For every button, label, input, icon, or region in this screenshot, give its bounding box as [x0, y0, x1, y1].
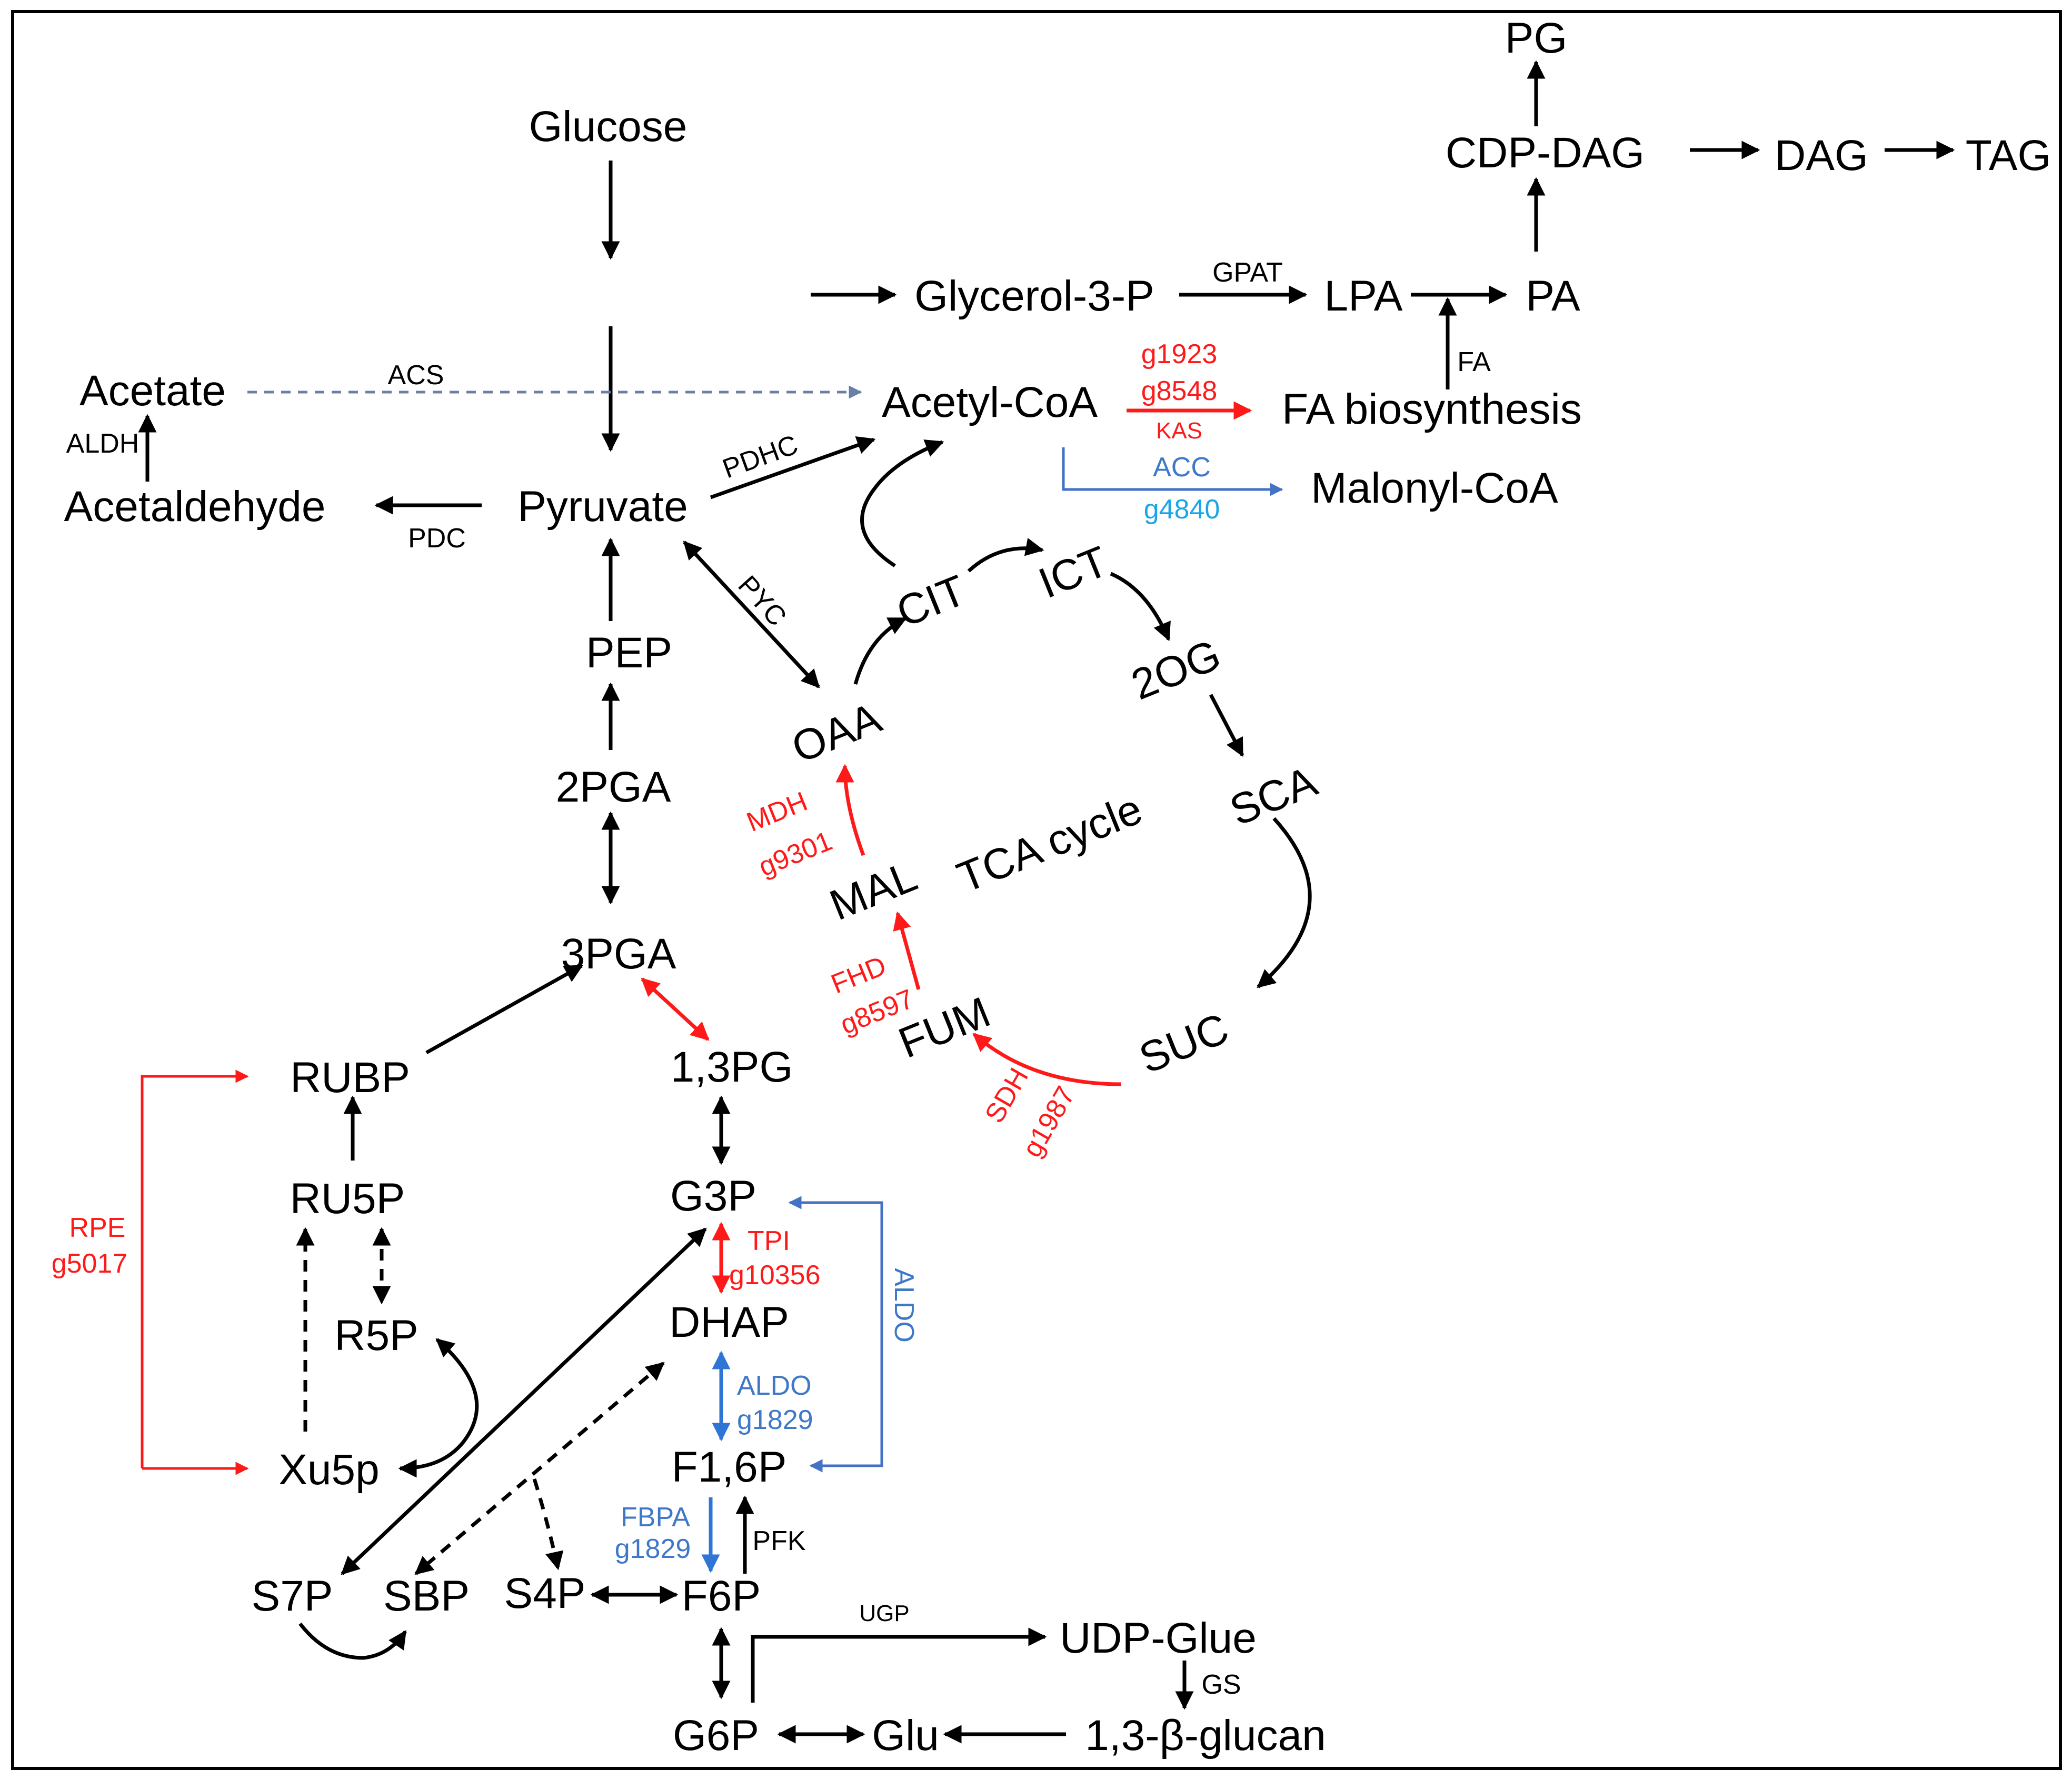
arrow-pyruvate-acetylcoa	[710, 436, 876, 499]
arrow-mal-oaa	[835, 764, 865, 856]
node-13-beta-glucan: 1,3-β-glucan	[1085, 1712, 1326, 1759]
enzyme-acs: ACS	[388, 360, 444, 391]
node-glu: Glu	[872, 1712, 939, 1759]
enzyme-fbpa: FBPA	[621, 1502, 690, 1533]
arrow-cit-ict	[967, 538, 1044, 573]
node-tag: TAG	[1966, 132, 2051, 179]
arrow-g6p-udpglue	[751, 1627, 1047, 1703]
gene-g9301: g9301	[754, 826, 836, 883]
enzyme-rpe: RPE	[69, 1213, 126, 1243]
tca-cycle-label: TCA cycle	[951, 785, 1149, 902]
node-fa-biosynthesis: FA biosynthesis	[1282, 385, 1582, 433]
arrow-s7p-sbp	[298, 1622, 407, 1660]
arrow-2og-sca	[1209, 694, 1244, 757]
gene-g4840: g4840	[1144, 494, 1220, 525]
node-g6p: G6P	[673, 1712, 759, 1759]
node-pyruvate: Pyruvate	[517, 483, 688, 531]
node-labels: Glucose Glycerol-3-P LPA PA CDP-DAG PG D…	[64, 14, 2051, 1759]
node-suc: SUC	[1133, 1004, 1236, 1083]
arrow-dhap-sbp	[414, 1362, 665, 1575]
arrow-3pga-13pg	[641, 977, 710, 1041]
arrow-ict-2og	[1110, 572, 1171, 642]
gene-g1829-fbpa: g1829	[615, 1534, 691, 1564]
node-ict: ICT	[1032, 537, 1115, 608]
arrow-sca-suc	[1257, 817, 1312, 988]
node-acetyl-coa: Acetyl-CoA	[882, 378, 1098, 426]
enzyme-pdhc: PDHC	[719, 429, 802, 485]
node-oaa: OAA	[785, 694, 888, 772]
gene-g8548: g8548	[1141, 376, 1218, 406]
node-malonyl-coa: Malonyl-CoA	[1311, 464, 1558, 512]
node-acetate: Acetate	[79, 367, 226, 415]
node-ru5p: RU5P	[290, 1175, 405, 1223]
arrow-cit-acetylcoa	[860, 439, 944, 567]
node-cdp-dag: CDP-DAG	[1446, 129, 1645, 177]
enzyme-pfk: PFK	[752, 1526, 805, 1556]
arrow-rubp-3pga	[425, 964, 584, 1055]
enzyme-aldh: ALDH	[66, 428, 140, 459]
node-xu5p: Xu5p	[278, 1446, 380, 1494]
enzyme-gs: GS	[1201, 1669, 1241, 1700]
arrow-fum-mal	[893, 911, 921, 990]
node-cit: CIT	[890, 566, 973, 637]
enzyme-pdc: PDC	[408, 523, 466, 554]
arrow-rpe-rubp	[141, 1069, 249, 1468]
node-pep: PEP	[586, 629, 672, 677]
enzyme-mdh: MDH	[742, 786, 812, 838]
gene-g5017: g5017	[52, 1248, 128, 1279]
node-s7p: S7P	[252, 1572, 333, 1620]
gene-g10356: g10356	[729, 1260, 821, 1291]
node-s4p: S4P	[504, 1569, 586, 1617]
arrow-acetylcoa-malonylcoa	[1062, 447, 1283, 496]
enzyme-sdh: SDH	[979, 1063, 1034, 1128]
node-acetaldehyde: Acetaldehyde	[64, 483, 326, 531]
node-pg: PG	[1505, 14, 1567, 62]
node-sbp: SBP	[383, 1572, 470, 1620]
frame-border	[11, 10, 2062, 1770]
node-mal: MAL	[823, 852, 923, 930]
arrow-suc-fum	[972, 1033, 1122, 1086]
node-sca: SCA	[1223, 757, 1324, 835]
node-pa: PA	[1526, 272, 1580, 320]
node-3pga: 3PGA	[561, 930, 676, 978]
enzyme-kas: KAS	[1156, 418, 1202, 444]
arrows	[138, 60, 1955, 1744]
enzyme-aldo: ALDO	[737, 1371, 812, 1401]
node-rubp: RUBP	[290, 1054, 410, 1102]
gene-g1987: g1987	[1017, 1081, 1081, 1162]
node-glycerol-3-p: Glycerol-3-P	[914, 272, 1154, 320]
node-glucose: Glucose	[529, 103, 688, 151]
node-r5p: R5P	[334, 1312, 419, 1359]
enzyme-fa: FA	[1457, 347, 1491, 377]
node-g3p: G3P	[670, 1172, 756, 1220]
node-udp-glue: UDP-Glue	[1060, 1614, 1257, 1662]
enzyme-gpat: GPAT	[1212, 257, 1283, 288]
node-dhap: DHAP	[669, 1298, 789, 1346]
arrow-oaa-cit	[853, 616, 908, 685]
arrow-branch-s4p	[532, 1478, 564, 1571]
arrow-pyruvate-oaa	[683, 541, 820, 688]
enzyme-ugp: UGP	[859, 1601, 909, 1626]
enzyme-acc: ACC	[1153, 452, 1211, 483]
gene-g1829-aldo: g1829	[737, 1405, 813, 1435]
arrow-aldo-side	[788, 1196, 883, 1473]
node-lpa: LPA	[1324, 272, 1403, 320]
gene-g1923: g1923	[1141, 339, 1218, 369]
node-13pg: 1,3PG	[671, 1043, 793, 1091]
node-2pga: 2PGA	[556, 763, 671, 811]
enzyme-fhd: FHD	[827, 951, 891, 1000]
enzyme-tpi: TPI	[748, 1226, 790, 1256]
node-f6p: F6P	[682, 1572, 761, 1620]
node-f16p: F1,6P	[672, 1443, 787, 1491]
enzyme-aldo-side: ALDO	[889, 1268, 919, 1343]
node-dag: DAG	[1775, 132, 1868, 179]
